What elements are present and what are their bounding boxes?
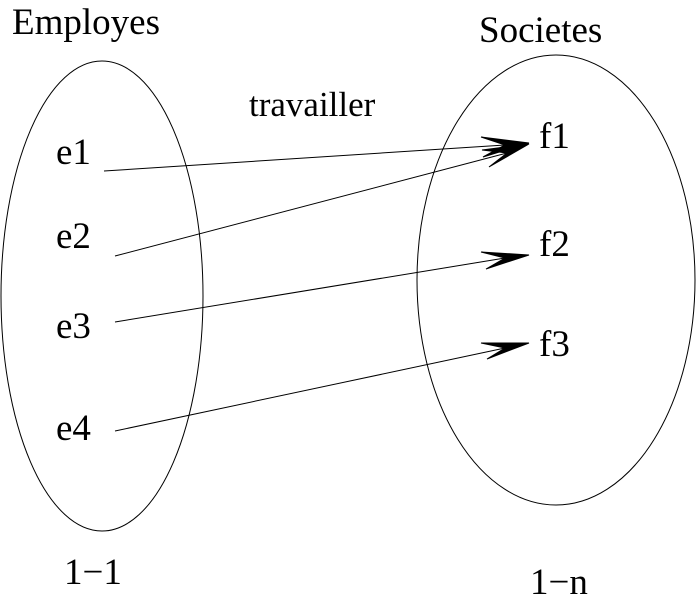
employe-label-e2: e2 [56, 216, 91, 257]
societes-set-ellipse [416, 54, 696, 506]
employes-cardinality: 1−1 [64, 552, 122, 593]
mapping-arrow-e3-f2 [114, 257, 506, 323]
employes-set-ellipse [0, 60, 204, 532]
arrowhead-e4-f3 [480, 342, 530, 360]
mapping-arrow-e1-f1 [103, 144, 506, 172]
mapping-arrow-e4-f3 [114, 347, 506, 432]
societe-label-f1: f1 [539, 116, 570, 157]
employes-set-title: Employes [12, 2, 160, 43]
relation-label: travailler [249, 85, 376, 124]
employe-label-e4: e4 [56, 408, 91, 449]
societe-label-f2: f2 [539, 224, 570, 265]
arrowhead-e3-f2 [480, 251, 530, 270]
societes-set-title: Societes [479, 10, 602, 51]
employe-label-e3: e3 [56, 306, 91, 347]
mapping-arrow-e2-f1 [114, 152, 508, 257]
arrowhead-e2-f1 [481, 143, 530, 168]
societe-label-f3: f3 [539, 324, 570, 365]
societes-cardinality: 1−n [530, 562, 588, 598]
employe-label-e1: e1 [56, 132, 91, 173]
